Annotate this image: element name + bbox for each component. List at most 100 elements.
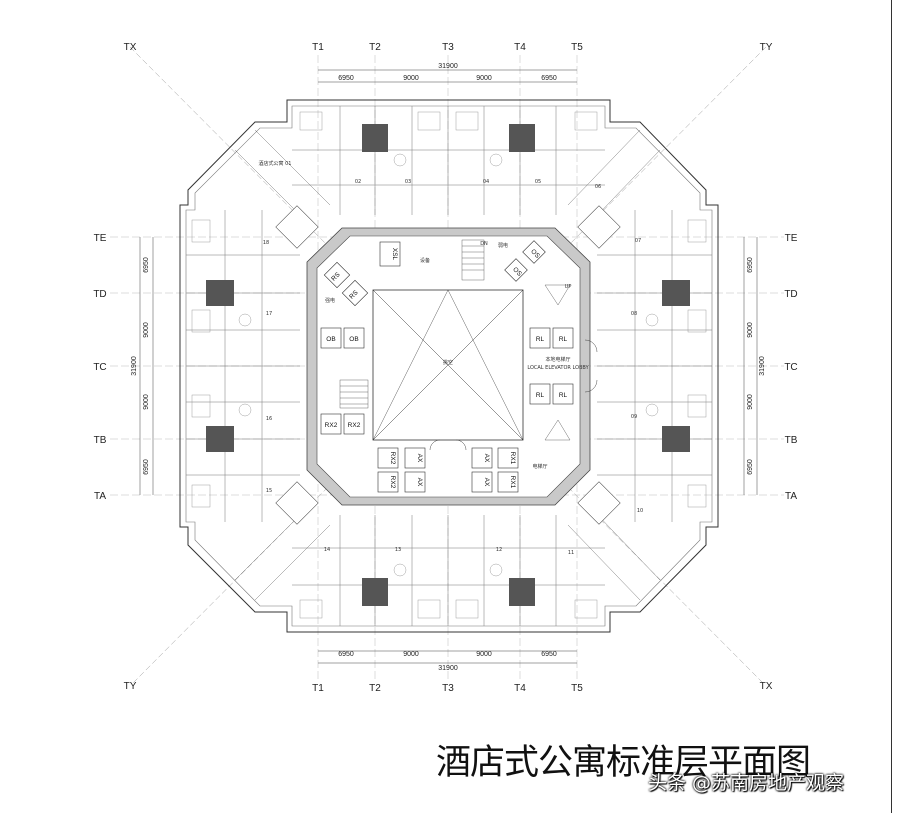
elev-xsl: XSL [391, 248, 398, 261]
dim-left-2: 9000 [143, 394, 150, 410]
structural-columns [206, 124, 690, 606]
axis-right-2: TC [784, 362, 797, 373]
unit-18: 18 [263, 240, 269, 246]
dim-left-0: 6950 [143, 257, 150, 273]
elev-ax-0: AX [416, 454, 423, 463]
axis-bottom-6: TX [760, 681, 773, 692]
elev-rx2low-1: RX2 [389, 476, 396, 489]
elev-rl-3: RL [559, 392, 568, 399]
dim-right-0: 6950 [747, 257, 754, 273]
shaft-label: 强电 [325, 297, 335, 304]
elev-rx1-1: RX1 [509, 476, 516, 489]
elev-rl-1: RL [559, 336, 568, 343]
elev-rs-1: RS [348, 289, 360, 301]
elevator-hall-label: 电梯厅 [532, 463, 547, 470]
unit-05: 05 [535, 179, 541, 185]
weak-label: 弱电 [498, 242, 508, 249]
dim-top-total: 31900 [438, 63, 458, 70]
dn-label: DN [480, 241, 488, 247]
building-outline [179, 99, 719, 633]
axis-bottom-3: T3 [442, 683, 454, 694]
diagonal-axes [129, 46, 767, 685]
unit-14: 14 [324, 547, 330, 553]
unit-02: 02 [355, 179, 361, 185]
unit-15: 15 [266, 488, 272, 494]
elevator-cars [320, 240, 574, 493]
dim-bottom-total: 31900 [438, 665, 458, 672]
elev-ax-2: AX [483, 454, 490, 463]
corner-shafts [275, 205, 621, 525]
axis-top-0: TX [124, 42, 137, 53]
elev-rx2-0: RX2 [325, 422, 338, 429]
unit-07: 07 [635, 238, 641, 244]
axis-top-2: T2 [369, 42, 381, 53]
dim-right-3: 6950 [747, 459, 754, 475]
void-label: 挑空 [443, 359, 453, 366]
elev-ax-3: AX [483, 478, 490, 487]
axis-bottom-4: T4 [514, 683, 526, 694]
axis-top-4: T4 [514, 42, 526, 53]
unit-16: 16 [266, 416, 272, 422]
dim-top-3: 6950 [541, 75, 557, 82]
axis-top-3: T3 [442, 42, 454, 53]
elev-rs-0: RS [330, 271, 342, 283]
elev-rl-2: RL [536, 392, 545, 399]
dim-top-2: 9000 [476, 75, 492, 82]
dimension-lines [139, 69, 758, 664]
page-edge-line [891, 0, 892, 813]
unit-17: 17 [266, 311, 272, 317]
unit-01-label: 酒店式公寓 01 [259, 160, 292, 167]
axis-right-3: TB [785, 435, 798, 446]
unit-09: 09 [631, 414, 637, 420]
lobby-label-en: LOCAL ELEVATOR LOBBY [527, 365, 589, 371]
axis-bottom-5: T5 [571, 683, 583, 694]
lobby-doors [429, 339, 598, 451]
elev-ob-0: OB [326, 336, 335, 343]
elev-ax-1: AX [416, 478, 423, 487]
unit-13: 13 [395, 547, 401, 553]
elev-rl-0: RL [536, 336, 545, 343]
dim-bottom-1: 9000 [403, 651, 419, 658]
axis-labels: TX T1 T2 T3 T4 T5 TY TY T1 T2 T3 T4 T5 T… [93, 42, 797, 694]
axis-right-1: TD [784, 289, 797, 300]
dim-right-total: 31900 [759, 356, 766, 376]
unit-03: 03 [405, 179, 411, 185]
dim-top-0: 6950 [338, 75, 354, 82]
dim-left-1: 9000 [143, 322, 150, 338]
unit-06: 06 [595, 184, 601, 190]
axis-left-4: TA [94, 491, 106, 502]
axis-right-0: TE [785, 233, 798, 244]
unit-10: 10 [637, 508, 643, 514]
axis-top-6: TY [760, 42, 773, 53]
axis-bottom-2: T2 [369, 683, 381, 694]
dim-bottom-2: 9000 [476, 651, 492, 658]
axis-left-2: TC [93, 362, 106, 373]
dim-bottom-0: 6950 [338, 651, 354, 658]
dim-left-3: 6950 [143, 459, 150, 475]
unit-11: 11 [568, 550, 574, 556]
dim-right-2: 9000 [747, 394, 754, 410]
elev-rx1-0: RX1 [509, 452, 516, 465]
dim-bottom-3: 6950 [541, 651, 557, 658]
elev-rx2-1: RX2 [348, 422, 361, 429]
up-label: UP [565, 284, 572, 290]
page-title: 酒店式公寓标准层平面图 [436, 743, 811, 783]
unit-partitions [186, 106, 712, 626]
watermark: 头条 @苏南房地产观察 [648, 772, 845, 794]
axis-top-1: T1 [312, 42, 324, 53]
unit-labels: 酒店式公寓 01 02 03 04 05 06 07 08 09 10 11 1… [259, 160, 644, 556]
dim-left-total: 31900 [131, 356, 138, 376]
axis-top-5: T5 [571, 42, 583, 53]
furniture [191, 111, 707, 619]
lobby-label-cn: 本地电梯厅 [545, 356, 570, 363]
core-labels: 本地电梯厅 LOCAL ELEVATOR LOBBY 挑空 电梯厅 设备 强电 … [325, 241, 590, 470]
axis-left-3: TB [94, 435, 107, 446]
unit-04: 04 [483, 179, 489, 185]
axis-right-4: TA [785, 491, 797, 502]
elevator-labels: XSL RS RS OB OB RX2 RX2 RL RL RL RL RX2 … [325, 248, 568, 489]
elev-ob-1: OB [349, 336, 358, 343]
equipment-label: 设备 [420, 257, 430, 264]
axis-left-0: TE [94, 233, 107, 244]
elev-rx2low-0: RX2 [389, 452, 396, 465]
